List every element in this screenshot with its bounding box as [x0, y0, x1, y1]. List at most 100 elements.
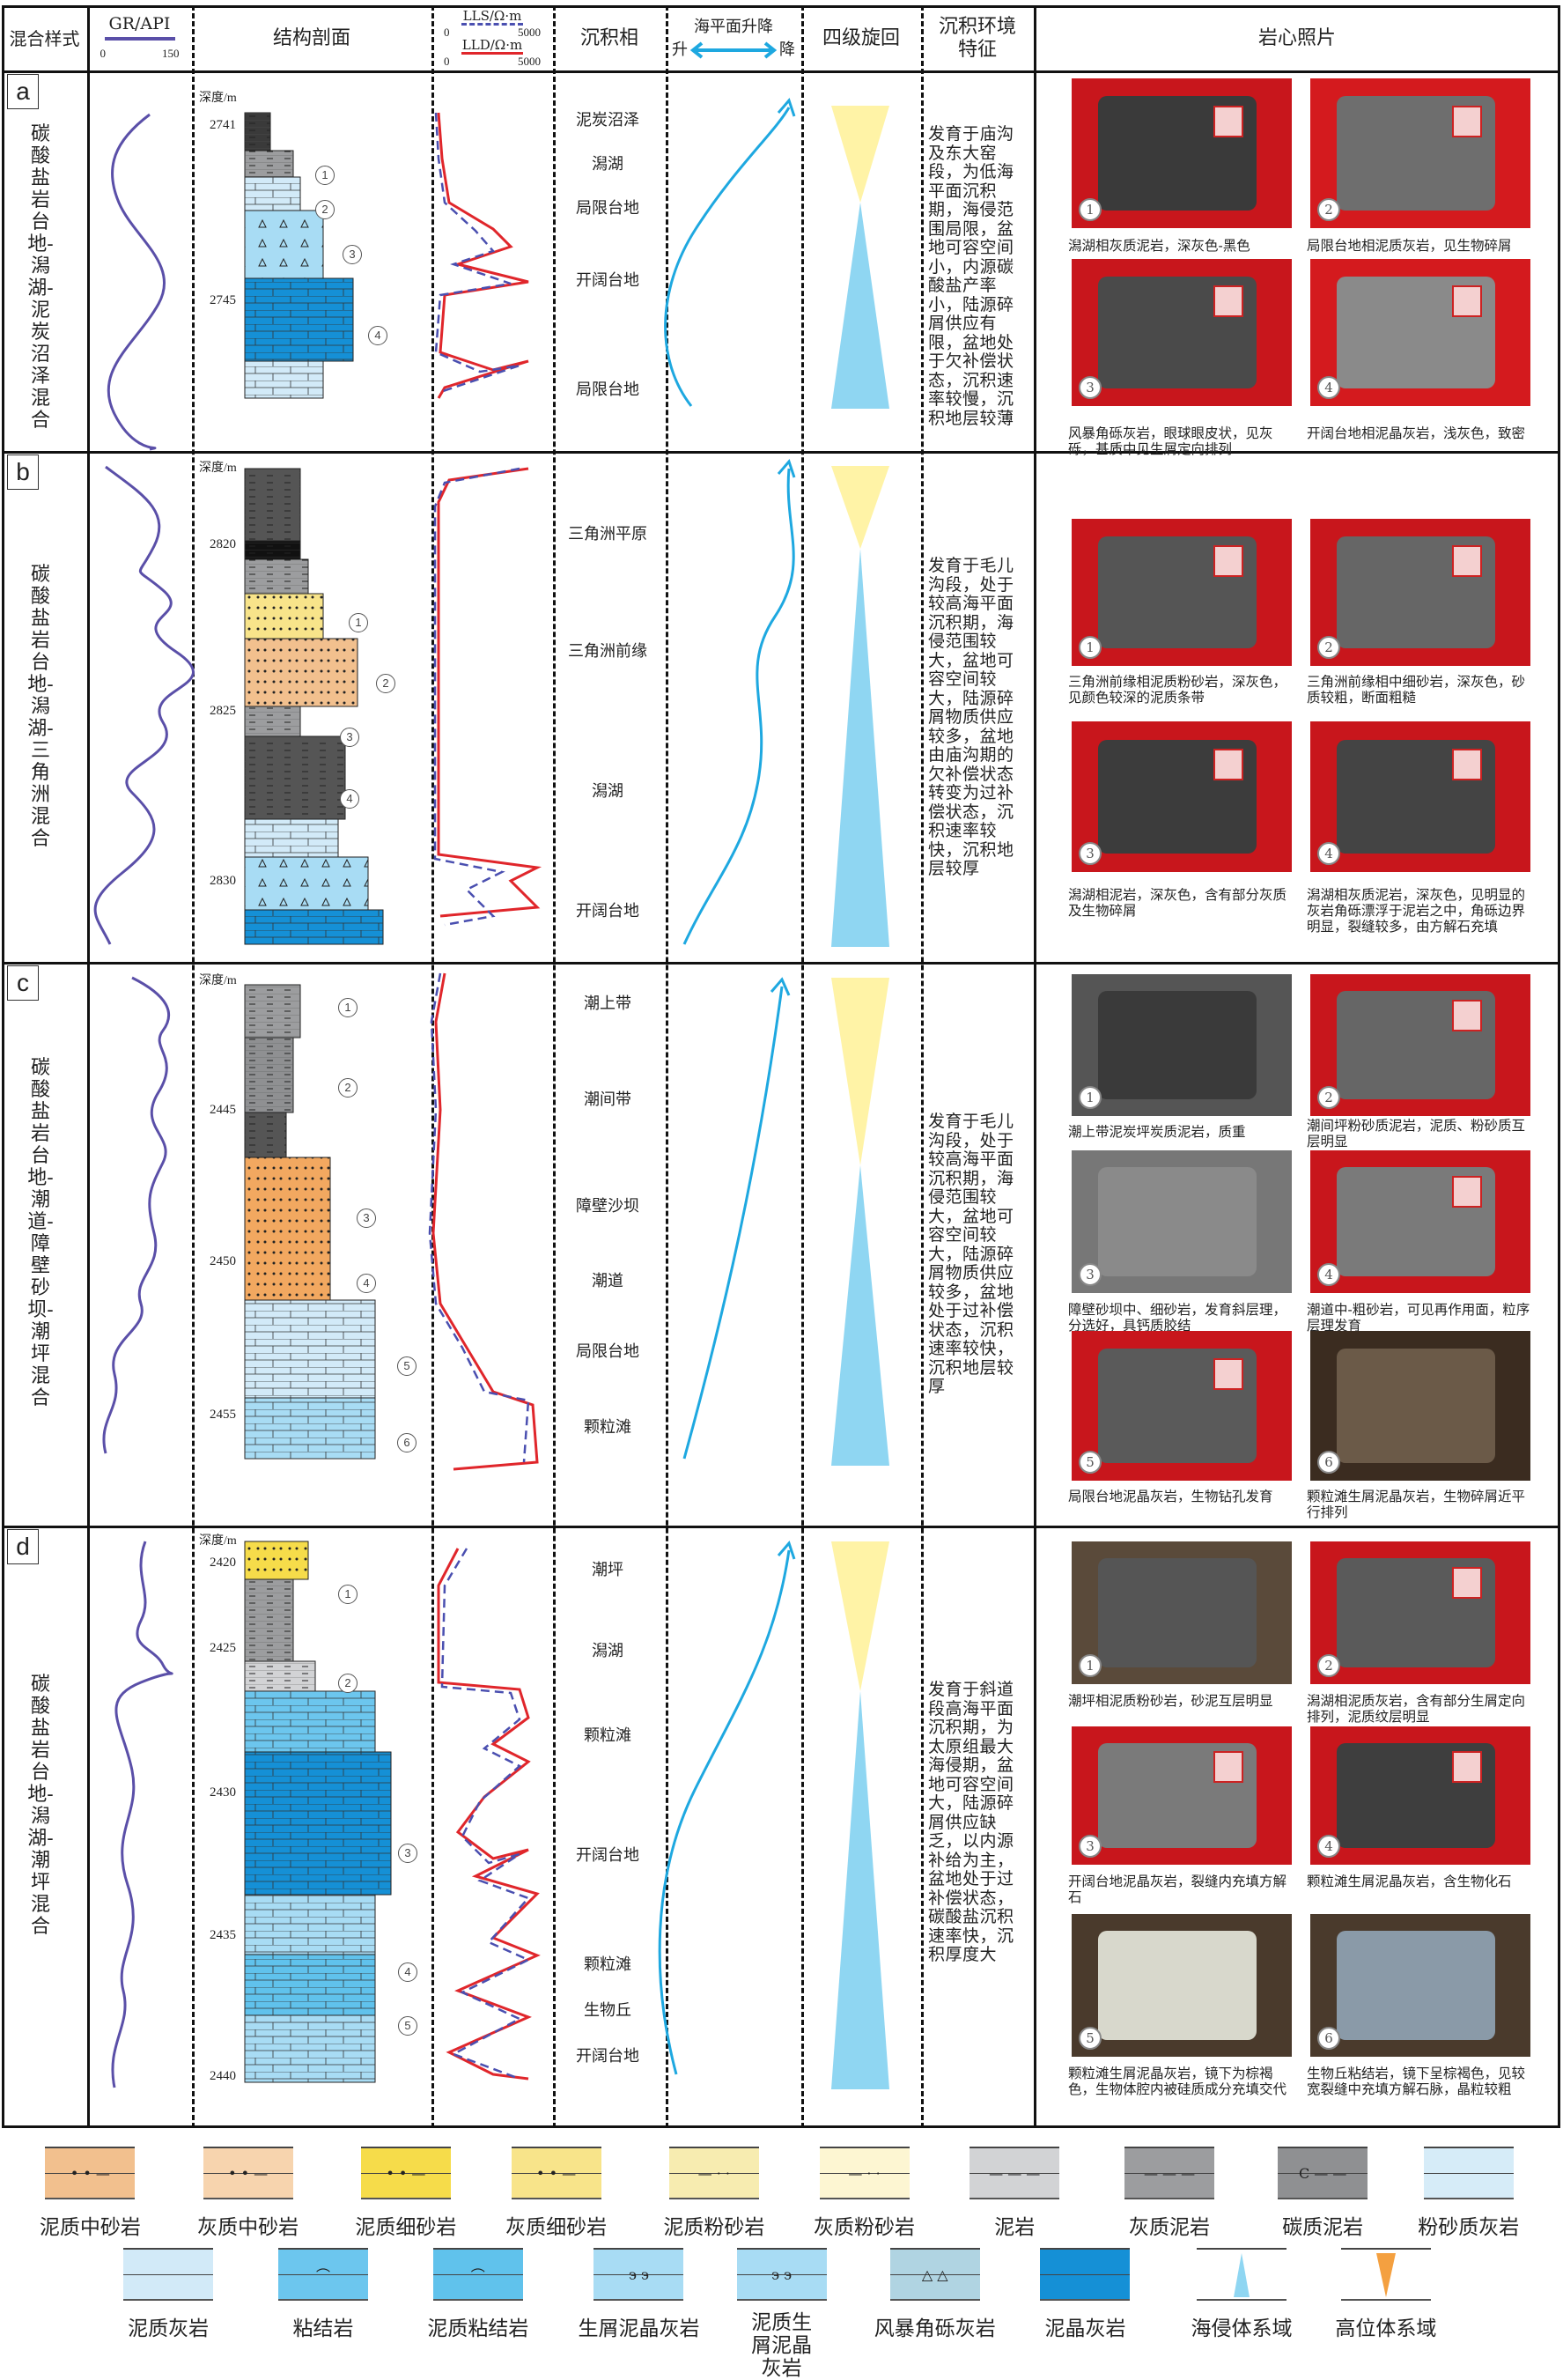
lithology-columns — [244, 112, 392, 2083]
log-graphics — [93, 98, 889, 2089]
core-photo[interactable]: 3 — [1072, 1150, 1292, 1293]
sample-tag-icon — [1452, 1751, 1482, 1784]
environment-text: 发育于庙沟及东大窑段，为低海平面沉积期，海侵范围局限，盆地可容空间小，内源碳酸盐… — [928, 124, 1014, 428]
lls-min: 0 — [444, 26, 450, 39]
core-photo[interactable]: 1 — [1072, 1541, 1292, 1684]
lithology-pattern — [245, 541, 300, 559]
photo-caption: 潟湖相灰质泥岩，深灰色-黑色 — [1068, 238, 1250, 254]
header-sea-level: 海平面升降 升 降 — [666, 9, 801, 69]
core-photo[interactable]: 4 — [1310, 721, 1530, 872]
lld-min: 0 — [444, 55, 450, 68]
photo-caption: 颗粒滩生屑泥晶灰岩，生物碎屑近平行排列 — [1307, 1489, 1526, 1520]
column-divider — [192, 5, 195, 2128]
sample-marker: 4 — [398, 1962, 417, 1982]
photo-number: 4 — [1317, 376, 1340, 399]
core-photo[interactable]: 4 — [1310, 1726, 1530, 1865]
header-cycle: 四级旋回 — [822, 27, 900, 49]
legend-swatch: • • — — [203, 2147, 293, 2199]
lld-curve-b — [437, 467, 542, 918]
legend-label: 生屑泥晶灰岩 — [578, 2317, 700, 2340]
transgressive-triangle-icon — [1233, 2253, 1250, 2297]
lithology-pattern — [245, 177, 300, 211]
photo-number: 2 — [1317, 1086, 1340, 1109]
lithology-pattern — [245, 1038, 293, 1112]
sample-tag-icon — [1452, 999, 1482, 1031]
core-photo[interactable]: 3 — [1072, 721, 1292, 872]
sample-tag-icon — [1213, 1751, 1243, 1784]
photo-caption: 局限台地泥晶灰岩，生物钻孔发育 — [1068, 1489, 1273, 1504]
photo-caption: 潟湖相灰质泥岩，深灰色，见明显的灰岩角砾漂浮于泥岩之中，角砾边界明显，裂缝较多，… — [1307, 887, 1526, 935]
lithology-pattern — [245, 706, 300, 736]
depth-tick-label: 2440 — [210, 2069, 236, 2083]
core-photo[interactable]: 2 — [1310, 519, 1530, 666]
core-photo[interactable]: 4 — [1310, 259, 1530, 406]
lld-label: LLD/Ω·m — [461, 37, 523, 53]
legend-swatch: ϶ ϶ — [593, 2248, 684, 2301]
lld-max: 5000 — [518, 55, 541, 68]
core-photo[interactable]: 5 — [1072, 1331, 1292, 1481]
legend-swatch: ϶ ϶ — [736, 2248, 827, 2301]
rise-label: 升 — [672, 41, 688, 59]
cycle-triangles — [831, 106, 889, 2089]
depth-tick-label: 2435 — [210, 1928, 236, 1942]
core-photo[interactable]: 4 — [1310, 1150, 1530, 1293]
core-photo[interactable]: 2 — [1310, 1541, 1530, 1684]
facies-label: 开阔台地 — [576, 1846, 639, 1865]
core-photo[interactable]: 1 — [1072, 78, 1292, 228]
lithology-pattern — [245, 736, 345, 819]
core-photo[interactable]: 6 — [1310, 1914, 1530, 2057]
core-photo[interactable]: 2 — [1310, 78, 1530, 228]
core-photo[interactable]: 1 — [1072, 974, 1292, 1116]
legend-label: 碳质泥岩 — [1282, 2216, 1364, 2239]
core-photo[interactable]: 3 — [1072, 1726, 1292, 1865]
lithology-pattern — [245, 2015, 375, 2082]
legend-label: 泥质粘结岩 — [427, 2317, 529, 2340]
photo-caption: 潮间坪粉砂质泥岩，泥质、粉砂质互层明显 — [1307, 1118, 1526, 1149]
sample-tag-icon — [1452, 1176, 1482, 1208]
legend-pattern-icon: ϶ ϶ — [628, 2265, 649, 2283]
lld-curve-c — [431, 972, 539, 1471]
legend-label: 泥质中砂岩 — [39, 2216, 141, 2239]
sample-marker: 4 — [340, 789, 359, 809]
highstand-triangle-icon — [1375, 2253, 1396, 2297]
legend-swatch: — · · — [819, 2147, 910, 2199]
core-photo[interactable]: 6 — [1310, 1331, 1530, 1481]
photo-caption: 开阔台地相泥晶灰岩，浅灰色，致密 — [1307, 425, 1526, 441]
column-divider — [801, 5, 804, 2128]
sample-marker: 3 — [343, 245, 362, 264]
lls-curve-b — [433, 467, 520, 927]
lithology-pattern — [245, 1955, 375, 2015]
core-photo[interactable]: 5 — [1072, 1914, 1292, 2057]
lithology-pattern — [245, 1661, 315, 1691]
facies-label: 局限台地 — [576, 1342, 639, 1361]
legend-label: 粘结岩 — [292, 2317, 354, 2340]
section-divider — [2, 962, 1560, 965]
rock-sample — [1337, 1931, 1495, 2040]
facies-label: 潮道 — [592, 1272, 623, 1290]
photo-number: 4 — [1317, 1835, 1340, 1858]
lithology-pattern — [245, 1895, 375, 1955]
core-photo[interactable]: 2 — [1310, 974, 1530, 1116]
legend-pattern-icon: ⌒ — [315, 2267, 330, 2284]
legend-pattern-icon: — — — — [1143, 2164, 1196, 2182]
legend-swatch: ⌒ — [432, 2248, 523, 2301]
sea-level-label: 海平面升降 — [694, 18, 773, 36]
photo-number: 3 — [1079, 1835, 1102, 1858]
photo-number: 1 — [1079, 636, 1102, 659]
facies-label: 潮上带 — [584, 994, 631, 1013]
photo-caption: 开阔台地泥晶灰岩，裂缝内充填方解石 — [1068, 1874, 1287, 1905]
sea-level-curve-a — [664, 107, 791, 407]
photo-caption: 潮上带泥炭坪炭质泥岩，质重 — [1068, 1124, 1246, 1140]
photo-number: 3 — [1079, 376, 1102, 399]
core-photo[interactable]: 1 — [1072, 519, 1292, 666]
legend-swatch: • • — — [360, 2147, 451, 2199]
core-photo[interactable]: 3 — [1072, 259, 1292, 406]
facies-label: 生物丘 — [584, 2001, 631, 2020]
legend-swatch: — — — — [1124, 2147, 1215, 2199]
legend-pattern-icon: • • — — [70, 2164, 110, 2182]
section-label: b — [7, 455, 39, 490]
rock-sample — [1098, 1931, 1257, 2040]
facies-label: 开阔台地 — [576, 271, 639, 290]
